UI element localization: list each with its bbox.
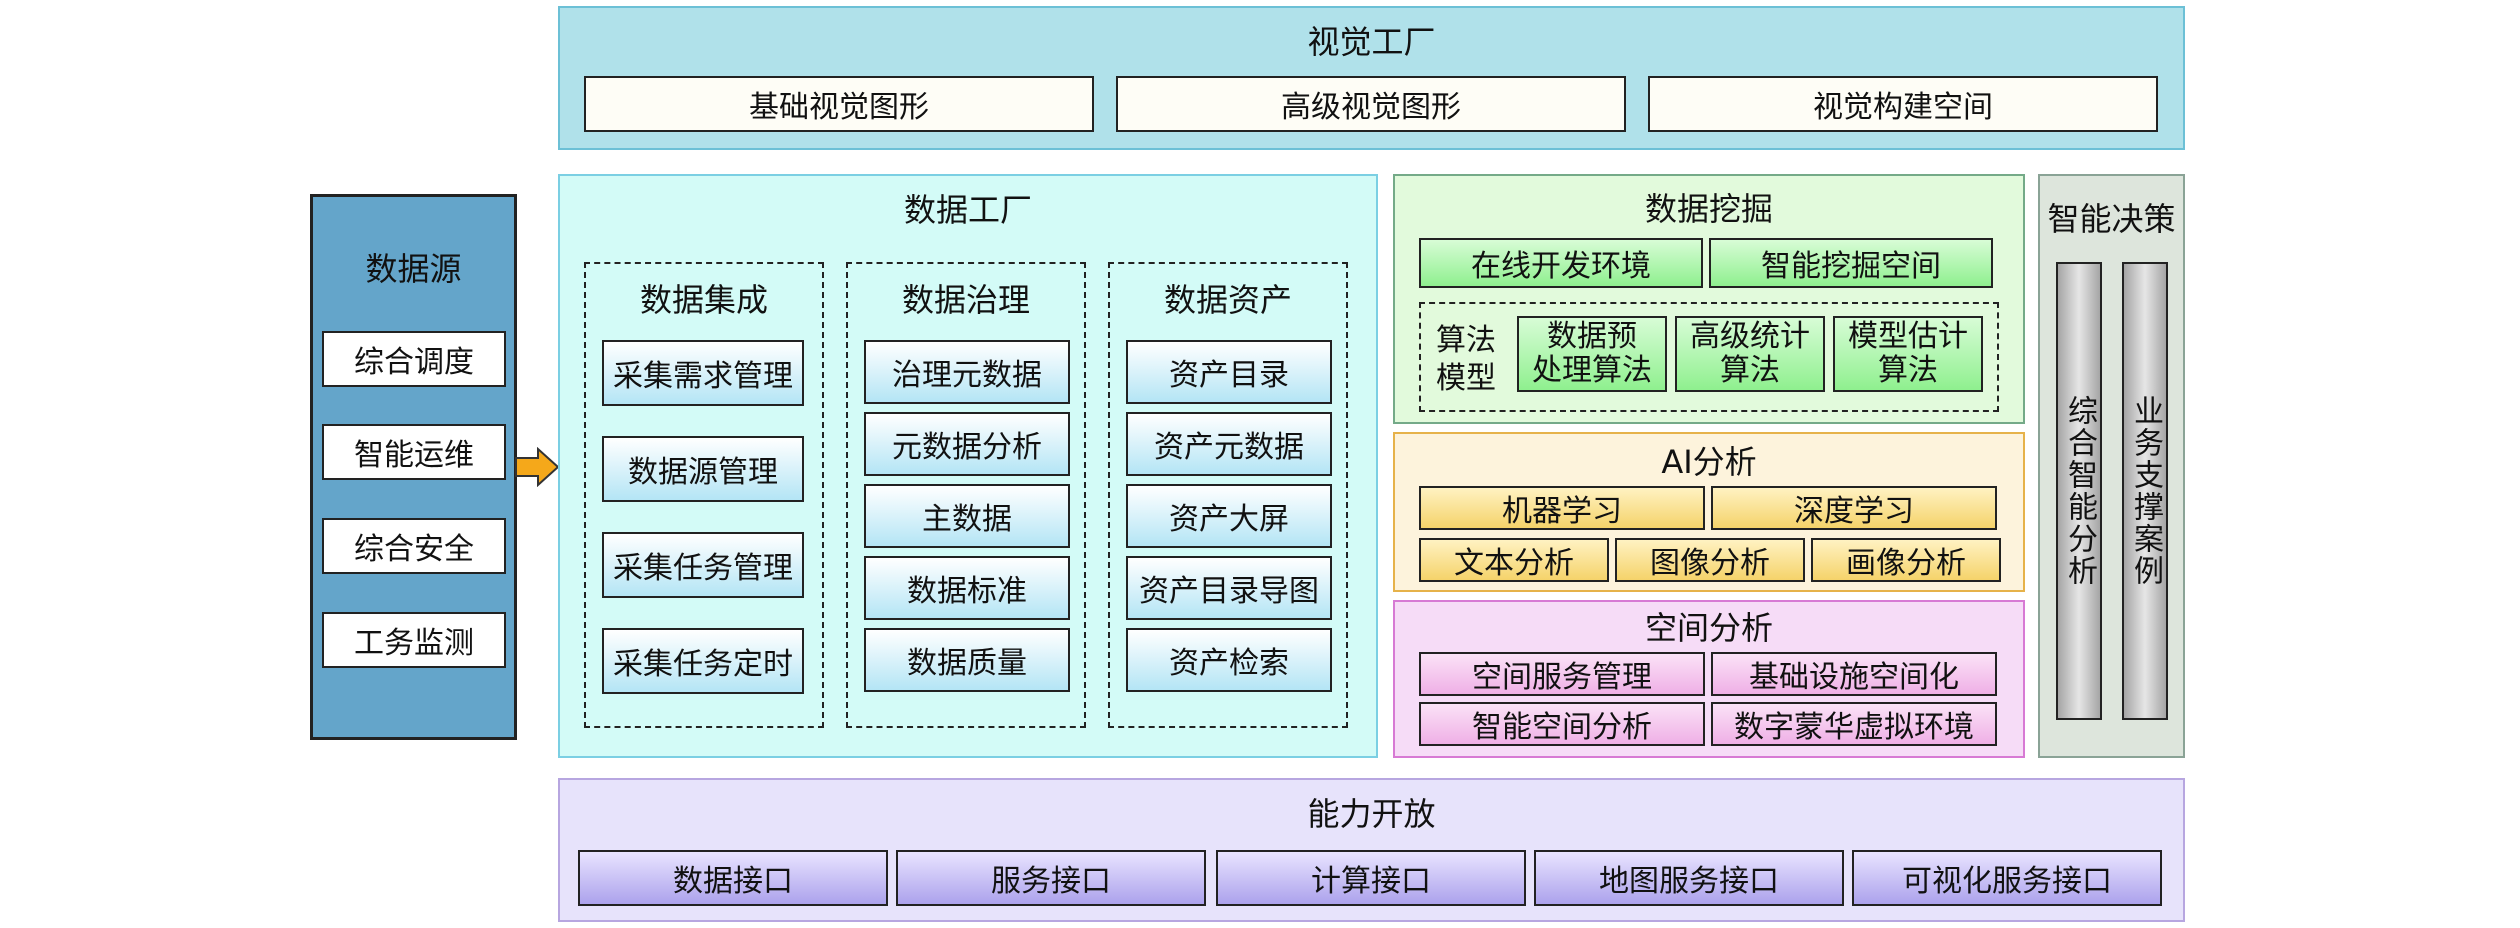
algo-item[interactable]: 模型估计 算法: [1833, 316, 1983, 392]
spatial-item[interactable]: 数字蒙华虚拟环境: [1711, 702, 1997, 746]
interface-item[interactable]: 计算接口: [1216, 850, 1526, 906]
source-item[interactable]: 综合调度: [322, 331, 506, 387]
interface-item[interactable]: 服务接口: [896, 850, 1206, 906]
visual-item[interactable]: 高级视觉图形: [1116, 76, 1626, 132]
data-governance-group: 数据治理 治理元数据 元数据分析 主数据 数据标准 数据质量: [846, 262, 1086, 728]
assets-item[interactable]: 资产元数据: [1126, 412, 1332, 476]
data-integration-group: 数据集成 采集需求管理 数据源管理 采集任务管理 采集任务定时: [584, 262, 824, 728]
decision-title: 智能决策: [2047, 200, 2176, 238]
visual-item[interactable]: 基础视觉图形: [584, 76, 1094, 132]
algorithm-model-group: 算法 模型 数据预 处理算法 高级统计 算法 模型估计 算法: [1419, 302, 1999, 412]
assets-item[interactable]: 资产检索: [1126, 628, 1332, 692]
governance-item[interactable]: 数据质量: [864, 628, 1070, 692]
ai-item[interactable]: 深度学习: [1711, 486, 1997, 530]
data-source-panel: 数据源 综合调度 智能运维 综合安全 工务监测: [310, 194, 517, 740]
algo-line: 处理算法: [1532, 353, 1652, 388]
integration-item[interactable]: 采集任务管理: [602, 532, 804, 598]
data-assets-group: 数据资产 资产目录 资产元数据 资产大屏 资产目录导图 资产检索: [1108, 262, 1348, 728]
algo-line: 算法: [1720, 353, 1780, 388]
spatial-analysis-panel: 空间分析 空间服务管理 基础设施空间化 智能空间分析 数字蒙华虚拟环境: [1393, 600, 2025, 758]
integration-item[interactable]: 采集任务定时: [602, 628, 804, 694]
algo-line: 模型估计: [1848, 319, 1968, 354]
interface-item[interactable]: 地图服务接口: [1534, 850, 1844, 906]
ai-title: AI分析: [1661, 443, 1757, 481]
mining-item[interactable]: 在线开发环境: [1419, 238, 1703, 288]
source-item[interactable]: 智能运维: [322, 424, 506, 480]
ai-item[interactable]: 图像分析: [1615, 538, 1805, 582]
visual-factory-panel: 视觉工厂 基础视觉图形 高级视觉图形 视觉构建空间: [558, 6, 2185, 150]
algo-label: 算法: [1436, 323, 1496, 358]
data-source-title: 数据源: [365, 250, 462, 288]
spatial-item[interactable]: 基础设施空间化: [1711, 652, 1997, 696]
data-mining-panel: 数据挖掘 在线开发环境 智能挖掘空间 算法 模型 数据预 处理算法 高级统计 算…: [1393, 174, 2025, 424]
intelligent-decision-panel: 智能决策 综合智能分析 业务支撑案例: [2038, 174, 2185, 758]
visual-item[interactable]: 视觉构建空间: [1648, 76, 2158, 132]
ai-item[interactable]: 文本分析: [1419, 538, 1609, 582]
assets-item[interactable]: 资产大屏: [1126, 484, 1332, 548]
governance-item[interactable]: 元数据分析: [864, 412, 1070, 476]
governance-item[interactable]: 数据标准: [864, 556, 1070, 620]
data-factory-panel: 数据工厂 数据集成 采集需求管理 数据源管理 采集任务管理 采集任务定时 数据治…: [558, 174, 1378, 758]
capability-open-panel: 能力开放 数据接口 服务接口 计算接口 地图服务接口 可视化服务接口: [558, 778, 2185, 922]
data-mining-title: 数据挖掘: [1644, 190, 1773, 228]
decision-bar[interactable]: 业务支撑案例: [2122, 262, 2168, 720]
decision-bar[interactable]: 综合智能分析: [2056, 262, 2102, 720]
flow-arrow-icon: [514, 446, 560, 488]
interface-item[interactable]: 可视化服务接口: [1852, 850, 2162, 906]
ai-item[interactable]: 机器学习: [1419, 486, 1705, 530]
assets-item[interactable]: 资产目录: [1126, 340, 1332, 404]
spatial-item[interactable]: 空间服务管理: [1419, 652, 1705, 696]
group-title: 数据集成: [639, 281, 768, 319]
interface-item[interactable]: 数据接口: [578, 850, 888, 906]
algo-label: 模型: [1436, 361, 1496, 396]
group-title: 数据资产: [1163, 281, 1292, 319]
mining-item[interactable]: 智能挖掘空间: [1709, 238, 1993, 288]
algo-item[interactable]: 高级统计 算法: [1675, 316, 1825, 392]
spatial-title: 空间分析: [1644, 609, 1773, 647]
algo-line: 算法: [1878, 353, 1938, 388]
data-factory-title: 数据工厂: [903, 191, 1032, 229]
capability-open-title: 能力开放: [1307, 795, 1436, 833]
algo-line: 高级统计: [1690, 319, 1810, 354]
ai-item[interactable]: 画像分析: [1811, 538, 2001, 582]
group-title: 数据治理: [901, 281, 1030, 319]
governance-item[interactable]: 治理元数据: [864, 340, 1070, 404]
algo-line: 数据预: [1547, 319, 1637, 354]
spatial-item[interactable]: 智能空间分析: [1419, 702, 1705, 746]
algo-item[interactable]: 数据预 处理算法: [1517, 316, 1667, 392]
source-item[interactable]: 综合安全: [322, 518, 506, 574]
integration-item[interactable]: 数据源管理: [602, 436, 804, 502]
assets-item[interactable]: 资产目录导图: [1126, 556, 1332, 620]
source-item[interactable]: 工务监测: [322, 612, 506, 668]
governance-item[interactable]: 主数据: [864, 484, 1070, 548]
ai-analysis-panel: AI分析 机器学习 深度学习 文本分析 图像分析 画像分析: [1393, 432, 2025, 592]
visual-factory-title: 视觉工厂: [1307, 23, 1436, 61]
integration-item[interactable]: 采集需求管理: [602, 340, 804, 406]
